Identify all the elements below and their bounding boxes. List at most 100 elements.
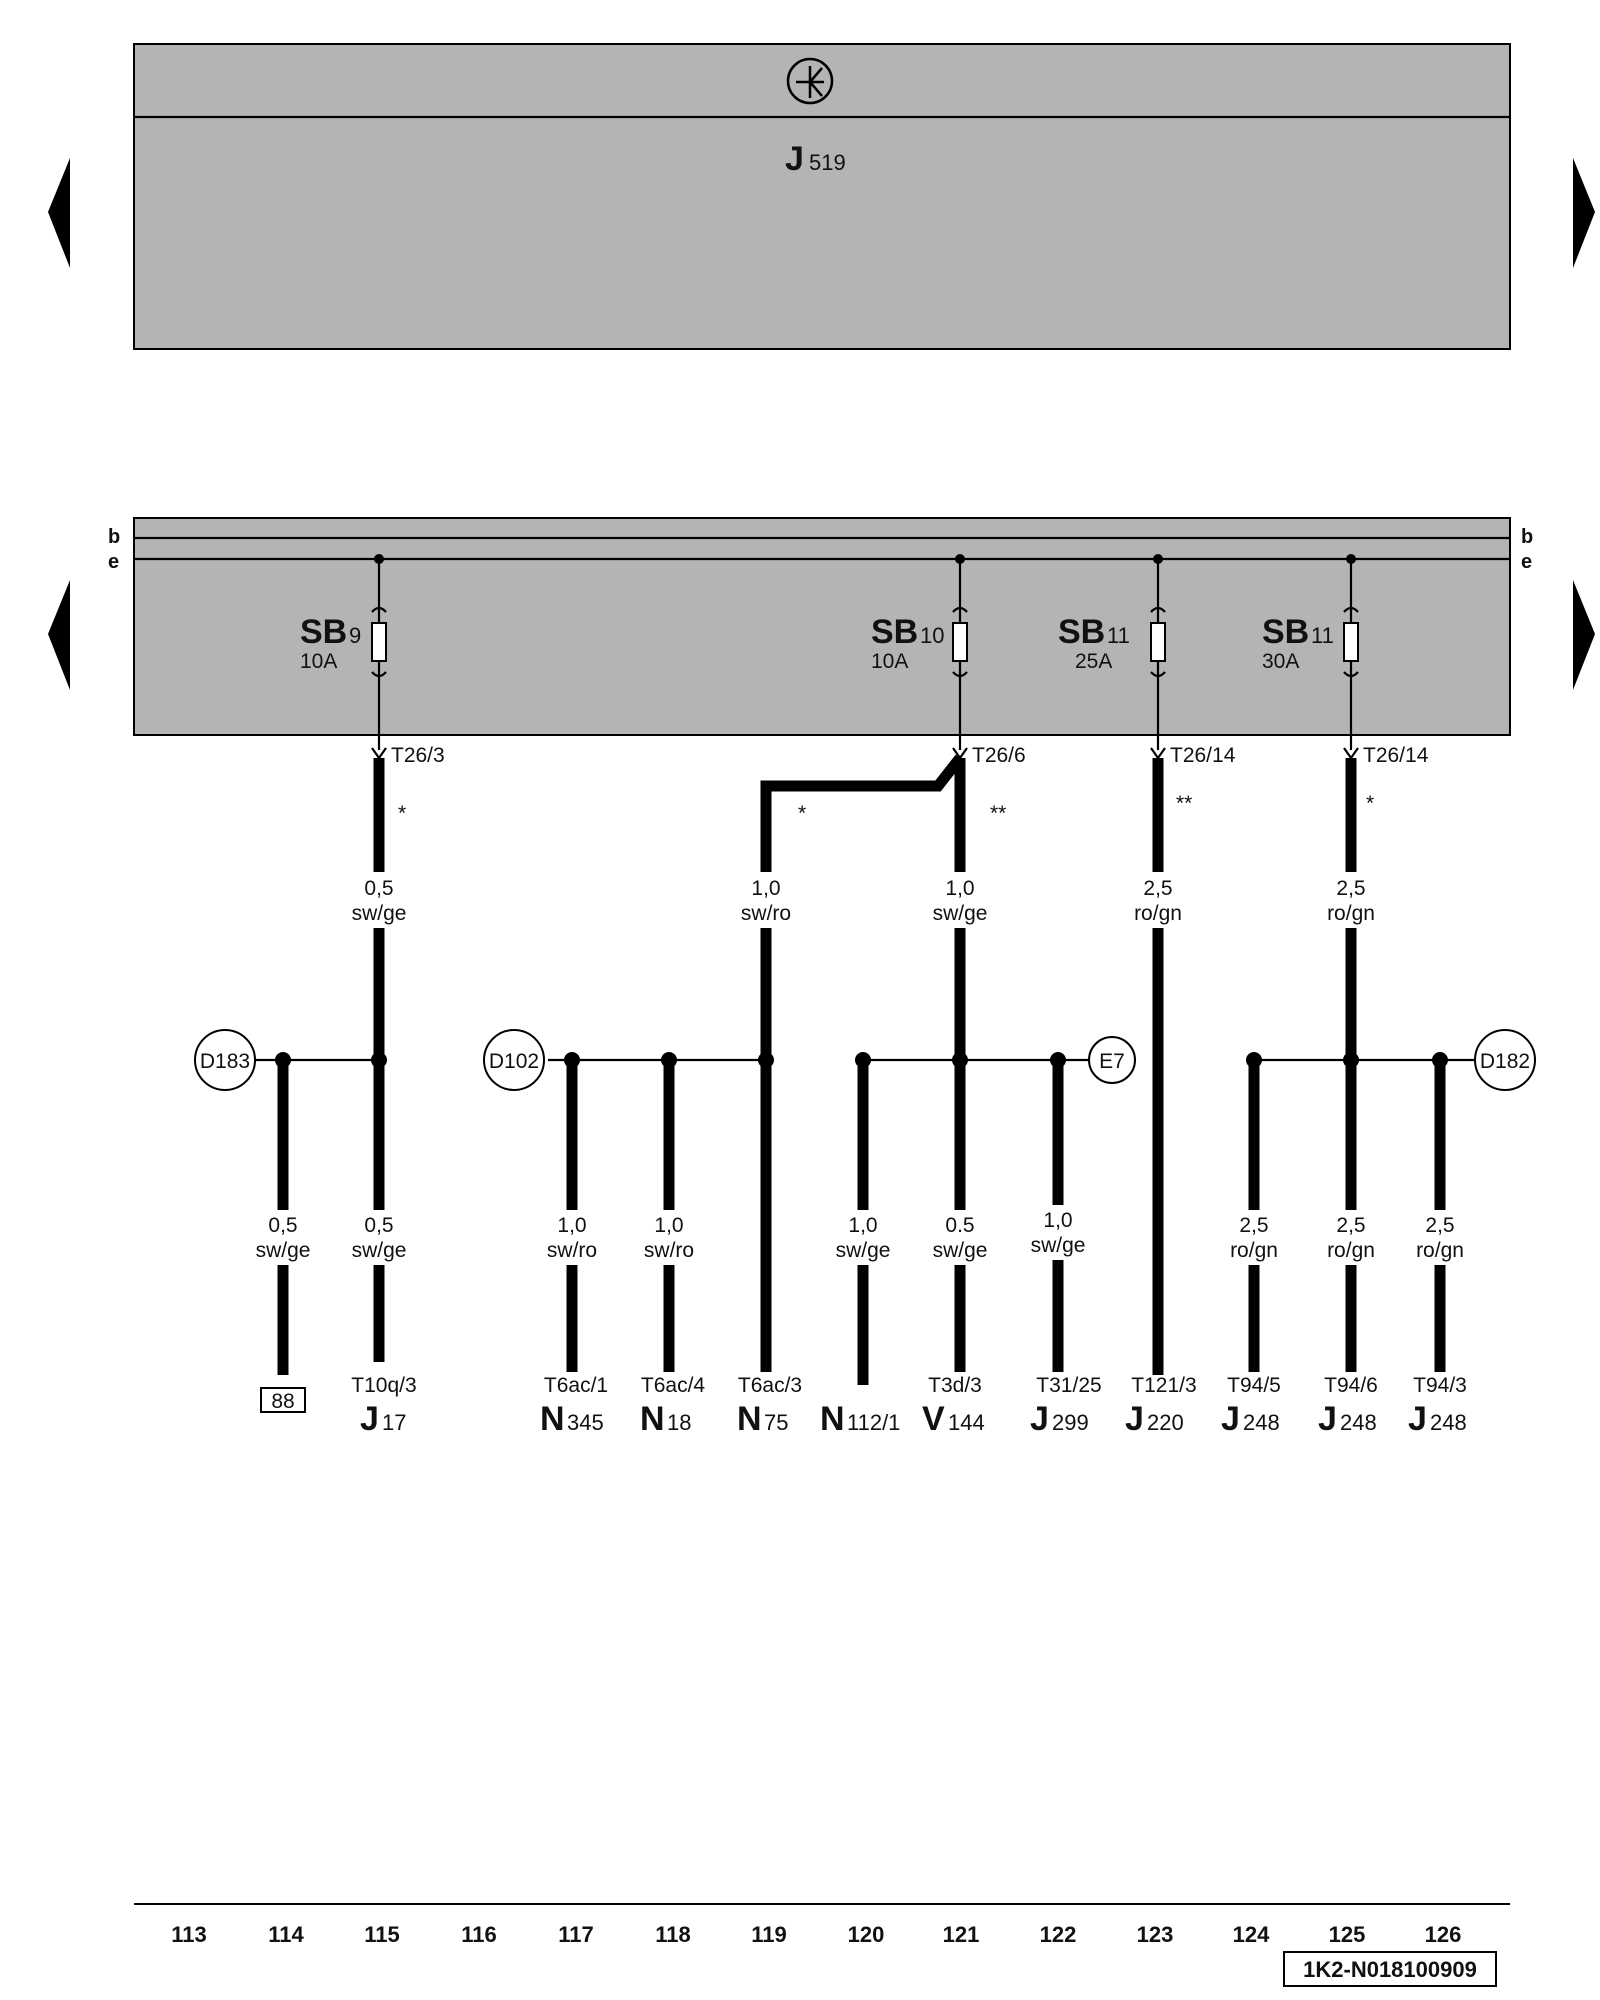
component-sub: 112/1 [847,1410,900,1435]
track-117: 117 [558,1922,594,1947]
fuse-sb11-25a [1150,554,1166,760]
fuse-sb9-name: SB [300,613,347,651]
track-126: 126 [1425,1922,1462,1947]
track-115: 115 [364,1922,400,1947]
terminal-j299: T31/25 J 299 [1030,1374,1102,1438]
fuse-sb9 [371,554,387,760]
lw6-color: sw/ge [1031,1234,1086,1257]
terminal-j248-6: T94/6 J 248 [1318,1374,1378,1438]
component-letter: N [640,1400,665,1438]
fuse-sb10-sub: 10 [920,623,944,648]
bus-right-b: b [1521,526,1533,548]
bus-left-b: b [108,526,120,548]
component-sub: 75 [764,1410,788,1435]
fuse-sb11b-sub: 11 [1311,623,1334,648]
terminal-n345: T6ac/1 N 345 [540,1374,608,1438]
uw2-color: sw/ge [933,902,988,925]
uw0-color: sw/ge [352,902,407,925]
uw0-size: 0,5 [364,877,393,900]
uw3-size: 2,5 [1143,877,1172,900]
component-sub: 18 [667,1410,691,1435]
nav-prev-top-icon[interactable] [48,158,70,268]
lw4-size: 1,0 [848,1214,877,1237]
track-113: 113 [171,1922,207,1947]
junction-e7-label: E7 [1099,1050,1125,1073]
component-sub: 248 [1430,1410,1467,1435]
uw4-color: ro/gn [1327,902,1375,925]
component-letter: N [737,1400,762,1438]
lw2-color: sw/ro [547,1239,597,1262]
component-letter: J [1030,1400,1049,1438]
track-116: 116 [461,1922,497,1947]
terminal-pin: T94/6 [1324,1374,1378,1397]
component-letter: J [360,1400,379,1438]
ground-ref-box[interactable] [260,1387,306,1413]
track-119: 119 [751,1922,787,1947]
uw2-size: 1,0 [945,877,974,900]
pin-t26-14-b: T26/14 [1363,744,1429,767]
uw1-note: * [798,802,806,825]
lw8-color: ro/gn [1327,1239,1375,1262]
terminal-pin: T31/25 [1036,1374,1101,1397]
component-letter: J [1125,1400,1144,1438]
fuse-sb9-rating: 10A [300,650,337,673]
terminal-pin: T6ac/3 [738,1374,802,1397]
lw9-color: ro/gn [1416,1239,1464,1262]
component-sub: 144 [948,1410,985,1435]
ground-symbol-icon [786,57,834,105]
terminal-pin: T6ac/4 [641,1374,706,1397]
nav-prev-mid-icon[interactable] [48,580,70,690]
fuse-sb11b-name: SB [1262,613,1309,651]
lw0-color: sw/ge [256,1239,311,1262]
lw3-color: sw/ro [644,1239,694,1262]
component-letter: V [922,1400,945,1438]
component-letter: N [820,1400,845,1438]
lw7-color: ro/gn [1230,1239,1278,1262]
lw0-size: 0,5 [268,1214,297,1237]
terminal-v144: T3d/3 V 144 [922,1374,985,1438]
uw1-size: 1,0 [751,877,780,900]
terminal-n18: T6ac/4 N 18 [640,1374,705,1438]
lw4-color: sw/ge [836,1239,891,1262]
junction-d102-label: D102 [489,1050,539,1073]
lw5-color: sw/ge [933,1239,988,1262]
terminal-pin: T94/5 [1227,1374,1281,1397]
component-letter: J [1408,1400,1427,1438]
component-sub: 220 [1147,1410,1184,1435]
uw0-note: * [398,802,406,825]
fuse-sb10 [952,554,968,760]
junction-d182-label: D182 [1480,1050,1530,1073]
track-122: 122 [1040,1922,1077,1947]
lw1-size: 0,5 [364,1214,393,1237]
component-letter: J [1221,1400,1240,1438]
terminal-n75: T6ac/3 N 75 [737,1374,802,1438]
doc-id-box [1283,1951,1497,1987]
terminal-j17: T10q/3 J 17 [351,1374,416,1438]
terminal-j248-3: T94/3 J 248 [1408,1374,1467,1438]
junction-e7-icon [1088,1036,1136,1084]
junction-d182-icon [1474,1029,1536,1091]
fuse-sb9-sub: 9 [349,623,361,648]
pin-t26-14-a: T26/14 [1170,744,1236,767]
lw3-size: 1,0 [654,1214,683,1237]
wire-sb10-swro [760,754,965,1060]
fuse-sb11a-rating: 25A [1075,650,1112,673]
ground-ref-label[interactable]: 88 [271,1390,294,1413]
junction-d183-icon [194,1029,256,1091]
terminal-j248-5: T94/5 J 248 [1221,1374,1281,1438]
uw4-size: 2,5 [1336,877,1365,900]
terminal-pin: T3d/3 [928,1374,982,1397]
track-120: 120 [848,1922,885,1947]
nav-next-mid-icon[interactable] [1573,580,1595,690]
track-124: 124 [1233,1922,1270,1947]
nav-next-top-icon[interactable] [1573,158,1595,268]
track-123: 123 [1137,1922,1174,1947]
top-module-box [133,43,1511,350]
fuse-sb11a-sub: 11 [1107,623,1130,648]
uw3-color: ro/gn [1134,902,1182,925]
fuse-sb10-name: SB [871,613,918,651]
fuse-sb11b-rating: 30A [1262,650,1299,673]
top-module-label: J [785,140,804,178]
lw7-size: 2,5 [1239,1214,1268,1237]
